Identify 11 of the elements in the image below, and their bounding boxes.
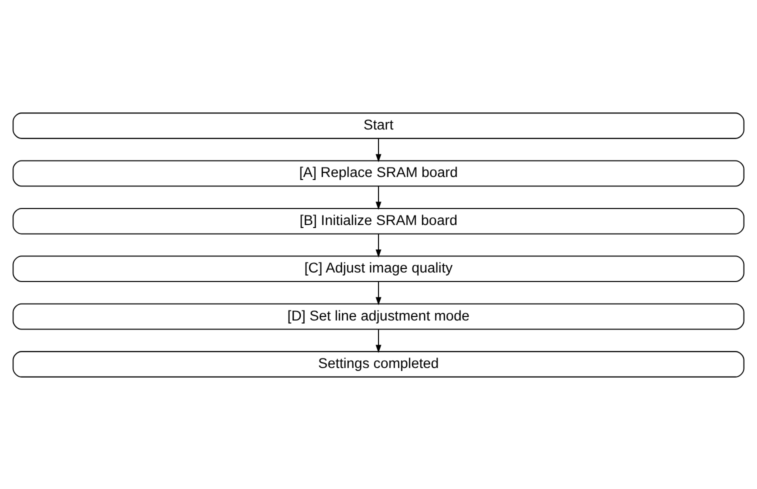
node-box: [D] Set line adjustment mode: [12, 302, 744, 330]
arrow: [376, 186, 382, 210]
node-box: Start: [12, 112, 744, 138]
node-box: Settings completed: [12, 350, 744, 377]
arrow: [376, 138, 382, 162]
node-box: [B] Initialize SRAM board: [12, 207, 744, 234]
node-box: [C] Adjust image quality: [12, 255, 744, 282]
arrow: [376, 234, 382, 258]
arrow: [376, 329, 382, 353]
node-box: [A] Replace SRAM board: [12, 160, 744, 186]
arrow: [376, 281, 382, 305]
